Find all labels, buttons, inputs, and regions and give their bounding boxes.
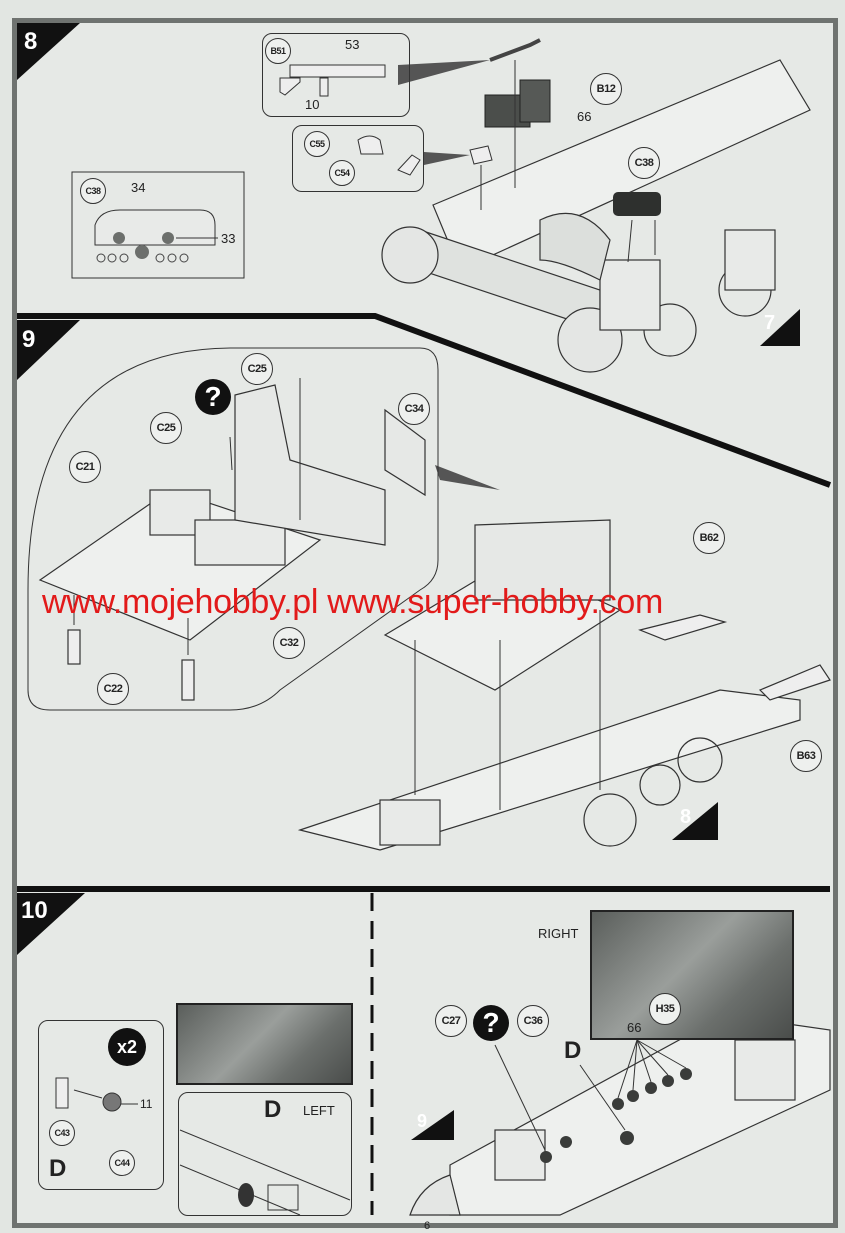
step8-arrows <box>480 60 656 263</box>
right-side-label: RIGHT <box>538 926 579 941</box>
detail-d-box <box>38 1020 164 1190</box>
panel-part-c38 <box>613 192 661 216</box>
gun-inset-drawing <box>279 64 386 97</box>
label-33: 33 <box>221 231 236 246</box>
part-c44-drawing <box>102 1092 122 1112</box>
part-callout-b63: B63 <box>790 740 822 772</box>
watermark: www.mojehobby.pl www.super-hobby.com <box>42 583 663 621</box>
part-c55-drawing <box>357 135 384 155</box>
step9-corner <box>17 320 80 380</box>
inset-d-label: D <box>264 1096 282 1123</box>
ammo-box-part-2 <box>519 79 551 123</box>
part-callout-c22: C22 <box>97 673 129 705</box>
optional-question-icon-2: ? <box>473 1005 509 1041</box>
label-34: 34 <box>131 180 146 195</box>
panel-detail-box <box>71 171 245 279</box>
reference-photo-left <box>176 1003 353 1085</box>
step10-leader-lines <box>494 1039 687 1151</box>
step8-hull-drawing <box>381 59 811 373</box>
right-d-label: D <box>564 1037 582 1064</box>
label-11: 11 <box>140 1097 153 1111</box>
part-callout-b12: B12 <box>590 73 622 105</box>
step9-inset-box <box>27 347 439 711</box>
part-callout-c38-detail: C38 <box>80 178 106 204</box>
step-ref-8: 8 <box>680 806 692 828</box>
part-callout-c44: C44 <box>109 1150 135 1176</box>
label-10: 10 <box>305 97 320 112</box>
part-callout-c38: C38 <box>628 147 660 179</box>
label-53: 53 <box>345 37 360 52</box>
label-66: 66 <box>577 109 592 124</box>
optional-question-icon: ? <box>195 379 231 415</box>
ref-triangle-7 <box>760 309 800 346</box>
reference-photo-right <box>590 910 794 1040</box>
ref-triangle-8 <box>672 802 718 840</box>
step-10-number: 10 <box>21 897 48 924</box>
page-number: 6 <box>424 1220 431 1232</box>
step9-arrows <box>73 378 601 810</box>
part-callout-c32: C32 <box>273 627 305 659</box>
part-callout-c27: C27 <box>435 1005 467 1037</box>
step-ref-7: 7 <box>764 312 776 334</box>
ref-triangle-9 <box>411 1110 454 1140</box>
part-callout-c55: C55 <box>304 131 330 157</box>
part-c54-drawing <box>397 154 421 176</box>
gun-part <box>489 38 541 62</box>
part-c43-drawing <box>55 1077 69 1109</box>
step9-drawing <box>38 384 831 851</box>
sight-inset-box <box>292 125 424 192</box>
left-side-label: LEFT <box>303 1103 335 1118</box>
part-callout-b62: B62 <box>693 522 725 554</box>
sight-part <box>469 145 493 165</box>
sight-inset-pointer <box>424 152 470 165</box>
step10-hull-drawing <box>409 1014 831 1216</box>
gun-inset-box <box>262 33 410 117</box>
h35-parts <box>540 1068 692 1163</box>
left-inset-box <box>178 1092 352 1216</box>
part-callout-b51: B51 <box>265 38 291 64</box>
part-callout-c36: C36 <box>517 1005 549 1037</box>
step-9-number: 9 <box>22 326 36 353</box>
part-callout-c25-top: C25 <box>241 353 273 385</box>
part-callout-h35: H35 <box>649 993 681 1025</box>
step8-corner <box>17 23 80 80</box>
part-callout-c34: C34 <box>398 393 430 425</box>
label-66-right: 66 <box>627 1020 642 1035</box>
quantity-x2-badge: x2 <box>108 1028 146 1066</box>
instrument-panel-drawing <box>94 209 216 246</box>
part-callout-c43: C43 <box>49 1120 75 1146</box>
gun-inset-pointer <box>398 60 490 85</box>
part-callout-c25-left: C25 <box>150 412 182 444</box>
step-8-number: 8 <box>24 28 38 55</box>
part-callout-c54: C54 <box>329 160 355 186</box>
detail-d-label: D <box>49 1155 67 1182</box>
divider-8-9 <box>17 313 832 488</box>
step10-corner <box>17 893 85 955</box>
part-callout-c21: C21 <box>69 451 101 483</box>
step-ref-9: 9 <box>417 1111 428 1131</box>
step9-inset-pointer <box>435 465 500 490</box>
